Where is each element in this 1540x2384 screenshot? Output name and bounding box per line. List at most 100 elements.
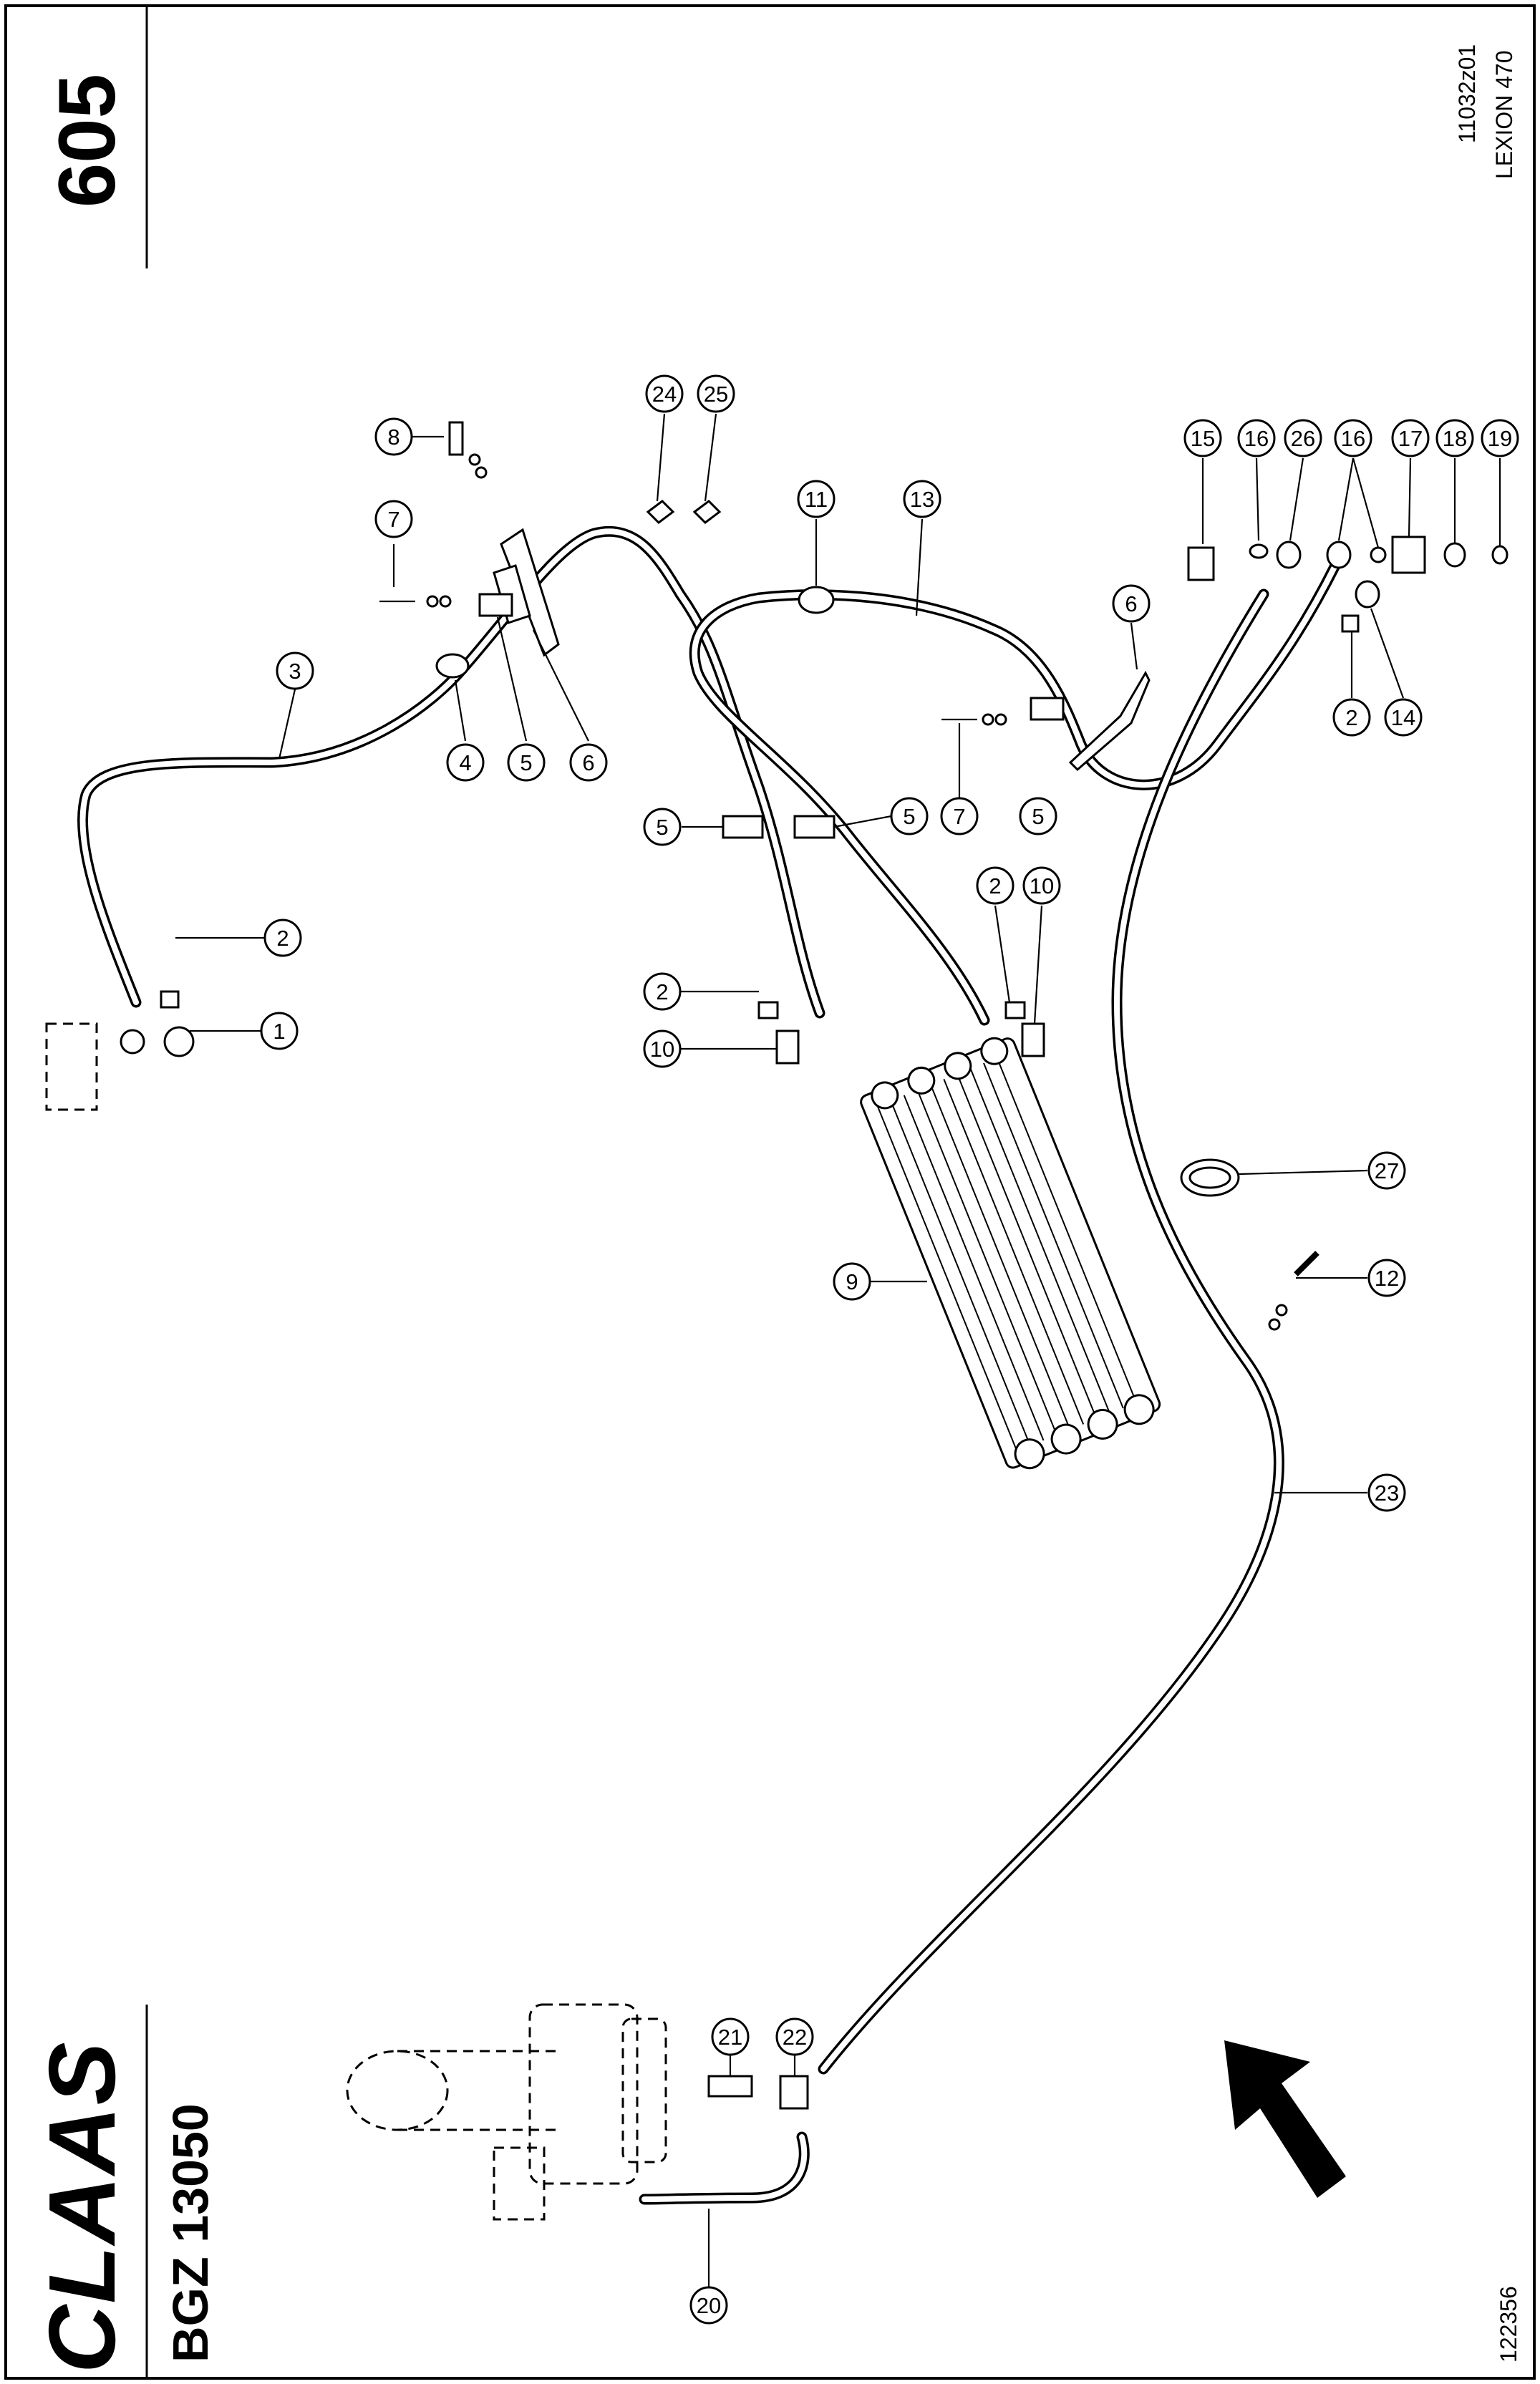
callout-16-b: 16 bbox=[1334, 419, 1372, 457]
model-name: LEXION 470 bbox=[1491, 50, 1517, 179]
svg-text:23: 23 bbox=[1375, 1481, 1399, 1506]
callout-5-d: 5 bbox=[1019, 797, 1057, 835]
screw-7-upper bbox=[379, 595, 452, 608]
svg-text:21: 21 bbox=[718, 2025, 742, 2050]
grommet-11 bbox=[798, 586, 835, 614]
leader-lines bbox=[175, 413, 1501, 2287]
svg-text:4: 4 bbox=[459, 750, 471, 775]
svg-text:26: 26 bbox=[1291, 426, 1315, 451]
clip-24-25 bbox=[646, 500, 722, 524]
svg-text:7: 7 bbox=[953, 804, 965, 829]
svg-text:27: 27 bbox=[1375, 1158, 1399, 1183]
svg-text:13: 13 bbox=[910, 487, 934, 512]
clamp-block-2 bbox=[793, 815, 836, 839]
svg-text:17: 17 bbox=[1398, 426, 1423, 451]
svg-text:10: 10 bbox=[650, 1037, 674, 1062]
svg-text:3: 3 bbox=[289, 659, 301, 684]
hose-clamp-27 bbox=[1180, 1158, 1240, 1197]
screw-7-lower bbox=[941, 713, 1007, 726]
callout-5-c: 5 bbox=[890, 797, 929, 835]
callout-25: 25 bbox=[697, 374, 735, 413]
callout-13: 13 bbox=[903, 480, 941, 518]
callout-2-b: 2 bbox=[643, 972, 682, 1011]
svg-text:2: 2 bbox=[989, 873, 1001, 898]
svg-text:19: 19 bbox=[1488, 426, 1512, 451]
clamp-block-1 bbox=[722, 815, 764, 839]
claas-logo: CLAAS bbox=[29, 2040, 135, 2373]
grommet-4 bbox=[435, 653, 470, 679]
callout-17: 17 bbox=[1391, 419, 1430, 457]
callout-2-c: 2 bbox=[976, 866, 1014, 905]
svg-text:5: 5 bbox=[903, 804, 915, 829]
svg-text:7: 7 bbox=[387, 507, 399, 532]
callout-6-b: 6 bbox=[1112, 584, 1151, 623]
callout-12: 12 bbox=[1367, 1259, 1406, 1297]
callout-23: 23 bbox=[1367, 1473, 1406, 1512]
callout-6-a: 6 bbox=[569, 743, 608, 782]
clamp-5b bbox=[1030, 697, 1065, 721]
callout-4: 4 bbox=[446, 743, 485, 782]
svg-text:16: 16 bbox=[1244, 426, 1269, 451]
svg-text:5: 5 bbox=[656, 815, 668, 840]
fitting-stack-right bbox=[1187, 536, 1508, 633]
svg-text:1: 1 bbox=[273, 1019, 285, 1044]
svg-text:22: 22 bbox=[783, 2025, 807, 2050]
drawing-ref: 11032z01 bbox=[1454, 44, 1480, 143]
svg-text:2: 2 bbox=[656, 979, 668, 1004]
svg-text:9: 9 bbox=[846, 1269, 858, 1294]
svg-text:8: 8 bbox=[387, 425, 399, 450]
fitting-2-10-right bbox=[1004, 1001, 1045, 1057]
callout-3: 3 bbox=[276, 651, 314, 690]
callout-26: 26 bbox=[1284, 419, 1322, 457]
screw-12 bbox=[1268, 1251, 1319, 1331]
callout-10-a: 10 bbox=[643, 1029, 682, 1068]
callout-11: 11 bbox=[797, 480, 836, 518]
pump-outline bbox=[346, 2003, 809, 2221]
callout-9: 9 bbox=[833, 1262, 871, 1301]
group-code: BGZ 13050 bbox=[163, 2103, 218, 2363]
svg-text:5: 5 bbox=[1032, 804, 1044, 829]
svg-text:14: 14 bbox=[1391, 705, 1415, 730]
callout-7-a: 7 bbox=[374, 500, 413, 538]
svg-text:18: 18 bbox=[1443, 426, 1467, 451]
callout-19: 19 bbox=[1481, 419, 1519, 457]
hose-line-20 bbox=[639, 2131, 810, 2205]
callout-21: 21 bbox=[711, 2017, 750, 2056]
svg-text:12: 12 bbox=[1375, 1266, 1399, 1291]
callout-22: 22 bbox=[775, 2017, 814, 2056]
fitting-1 bbox=[45, 990, 195, 1111]
callout-15: 15 bbox=[1183, 419, 1222, 457]
clamp-5 bbox=[478, 593, 513, 617]
fitting-2-10-left bbox=[757, 1001, 800, 1065]
callout-7-b: 7 bbox=[940, 797, 979, 835]
svg-text:5: 5 bbox=[520, 750, 532, 775]
callout-8: 8 bbox=[374, 417, 413, 456]
callout-2-a: 2 bbox=[263, 919, 302, 957]
bracket-upper bbox=[493, 528, 560, 657]
svg-text:24: 24 bbox=[652, 382, 677, 407]
svg-text:6: 6 bbox=[582, 750, 594, 775]
sheet-frame bbox=[4, 4, 1536, 2380]
callout-5-b: 5 bbox=[643, 808, 682, 846]
callout-2-d: 2 bbox=[1332, 698, 1371, 737]
callout-5-a: 5 bbox=[507, 743, 546, 782]
svg-text:6: 6 bbox=[1125, 591, 1137, 616]
callout-27: 27 bbox=[1367, 1151, 1406, 1190]
svg-text:2: 2 bbox=[1345, 705, 1357, 730]
hose-line-13 bbox=[689, 560, 1341, 1026]
svg-text:16: 16 bbox=[1341, 426, 1365, 451]
callout-1: 1 bbox=[260, 1012, 299, 1050]
callout-10-b: 10 bbox=[1022, 866, 1061, 905]
bracket-right bbox=[1068, 670, 1151, 772]
svg-text:10: 10 bbox=[1030, 873, 1054, 898]
callout-18: 18 bbox=[1435, 419, 1474, 457]
svg-text:15: 15 bbox=[1191, 426, 1215, 451]
callout-14: 14 bbox=[1384, 698, 1423, 737]
image-number: 122356 bbox=[1496, 2286, 1521, 2363]
svg-text:25: 25 bbox=[704, 382, 728, 407]
page-number: 605 bbox=[42, 74, 132, 208]
callout-16-a: 16 bbox=[1237, 419, 1276, 457]
svg-text:20: 20 bbox=[697, 2293, 721, 2318]
